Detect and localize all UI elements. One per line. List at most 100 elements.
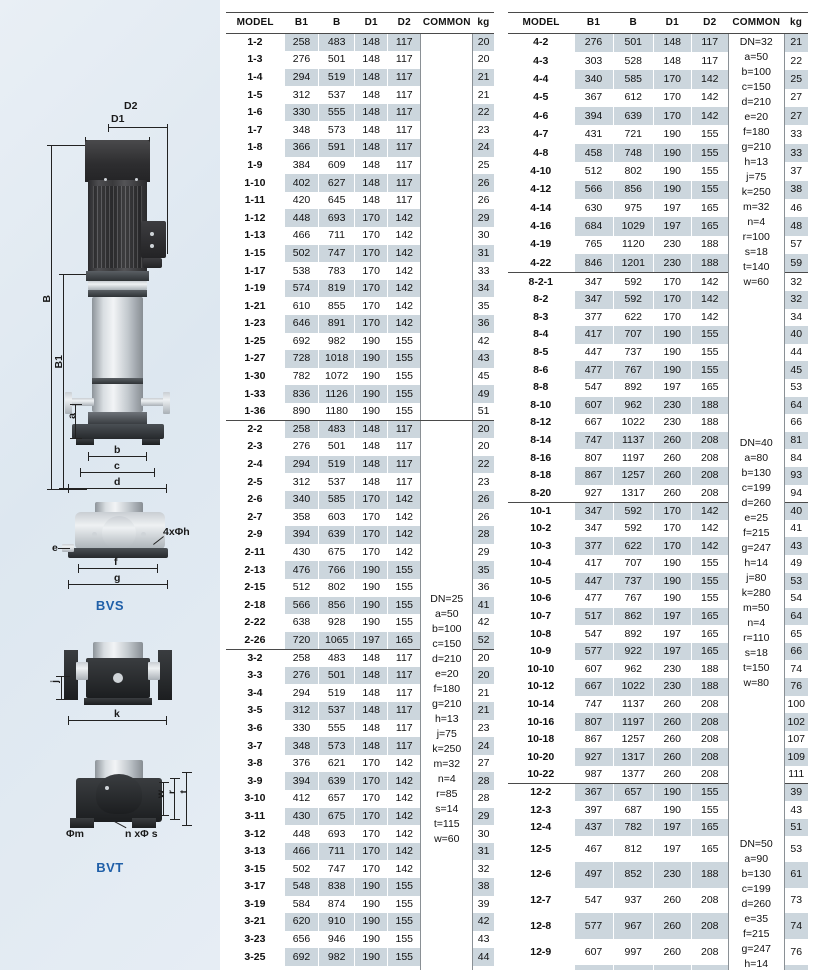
cell-b: 483 <box>318 420 355 439</box>
cell-common-empty <box>420 420 474 439</box>
col-header-model: MODEL <box>226 12 285 34</box>
cell-d1: 148 <box>354 103 388 122</box>
cell-b1: 340 <box>573 70 613 89</box>
cell-b1: 667 <box>573 414 613 432</box>
cell-kg: 21 <box>472 68 494 87</box>
cell-kg: 23 <box>472 121 494 140</box>
dim-line-a <box>75 404 76 439</box>
motor-bolt-right <box>135 178 138 181</box>
cell-kg: 40 <box>784 326 808 344</box>
dim-ext-b-bottom <box>47 489 87 490</box>
cell-b: 819 <box>318 279 355 298</box>
cell-model: 10-4 <box>530 557 552 570</box>
cell-d1: 170 <box>653 502 691 520</box>
cell-b1: 312 <box>283 702 319 720</box>
cell-kg: 36 <box>472 578 494 597</box>
cell-b1: 836 <box>283 385 319 403</box>
suction-flange-right <box>141 398 167 406</box>
dim-ext-g-right <box>167 580 168 589</box>
dim-ext-w-top <box>159 782 169 783</box>
cell-d1: 230 <box>653 396 691 415</box>
cell-kg: 24 <box>472 139 494 157</box>
cell-common-block: DN=25 a=50 b=100 c=150 d=210 e=20 f=180 … <box>420 455 474 970</box>
cell-model: 10-8 <box>530 627 552 640</box>
cell-d2: 165 <box>387 631 421 650</box>
cell-d1: 190 <box>653 143 691 163</box>
cell-model: 4-4 <box>533 72 549 85</box>
jk-port-right <box>148 662 160 680</box>
cell-common-empty <box>420 33 474 52</box>
cell-d2: 155 <box>690 143 729 163</box>
cell-d2: 188 <box>690 678 729 696</box>
cell-d2: 155 <box>387 913 421 931</box>
cell-d2: 208 <box>690 939 729 965</box>
cell-b1: 448 <box>283 209 319 228</box>
cell-b1: 547 <box>573 625 613 643</box>
cell-d1: 260 <box>653 449 691 467</box>
dim-ext-k-right <box>166 716 167 725</box>
cell-kg: 28 <box>472 790 494 808</box>
cell-d2: 208 <box>690 713 729 731</box>
col-header-kg: kg <box>784 12 808 34</box>
cell-d1: 230 <box>653 235 691 255</box>
cell-b1: 348 <box>283 121 319 140</box>
cell-d2: 142 <box>387 825 421 843</box>
cell-model: 1-23 <box>244 317 266 330</box>
cell-model: 3-3 <box>247 669 263 682</box>
cell-model: 8-18 <box>530 469 552 482</box>
cell-model: 1-17 <box>244 264 266 277</box>
cell-d1: 197 <box>653 818 691 837</box>
dim-ext-f-right <box>157 564 158 573</box>
cell-b1: 466 <box>283 227 319 245</box>
cell-d1: 190 <box>354 878 388 896</box>
discharge-flange-left-face <box>65 392 72 414</box>
cell-d1: 230 <box>653 862 691 888</box>
cell-d1: 170 <box>653 519 691 538</box>
dim-ext-g-left <box>68 580 69 589</box>
pump-upper-band <box>88 290 147 297</box>
cell-kg: 28 <box>472 772 494 791</box>
cell-b: 891 <box>318 315 355 333</box>
cell-kg: 29 <box>472 543 494 562</box>
cell-model: 1-8 <box>247 141 263 154</box>
cell-d2: 142 <box>387 543 421 562</box>
cell-kg: 21 <box>472 86 494 104</box>
cell-model: 4-12 <box>530 183 552 196</box>
cell-b: 838 <box>318 878 355 896</box>
cell-d1: 190 <box>354 385 388 403</box>
cell-kg: 93 <box>784 466 808 485</box>
cell-d1: 170 <box>354 772 388 791</box>
bvt-hub-dome <box>96 774 142 814</box>
cell-d1: 190 <box>354 948 388 966</box>
dim-line-c <box>80 472 155 473</box>
cell-d2: 165 <box>690 625 729 643</box>
cell-d2: 142 <box>690 519 729 538</box>
dim-line-f <box>78 568 158 569</box>
cell-b1: 547 <box>573 887 613 914</box>
cell-b: 874 <box>318 895 355 914</box>
cell-kg: 74 <box>784 660 808 679</box>
cell-d1: 190 <box>354 350 388 368</box>
cell-b: 962 <box>612 396 654 415</box>
cell-d2: 208 <box>690 431 729 450</box>
cell-d1: 170 <box>354 860 388 878</box>
cell-kg: 24 <box>472 737 494 755</box>
cell-kg: 66 <box>784 642 808 661</box>
cell-d1: 170 <box>653 537 691 555</box>
cell-model: 12-6 <box>530 868 552 881</box>
cell-model: 3-9 <box>247 774 263 787</box>
cell-b1: 637 <box>573 964 613 970</box>
cell-b: 783 <box>318 262 355 280</box>
cell-b: 862 <box>612 607 654 626</box>
